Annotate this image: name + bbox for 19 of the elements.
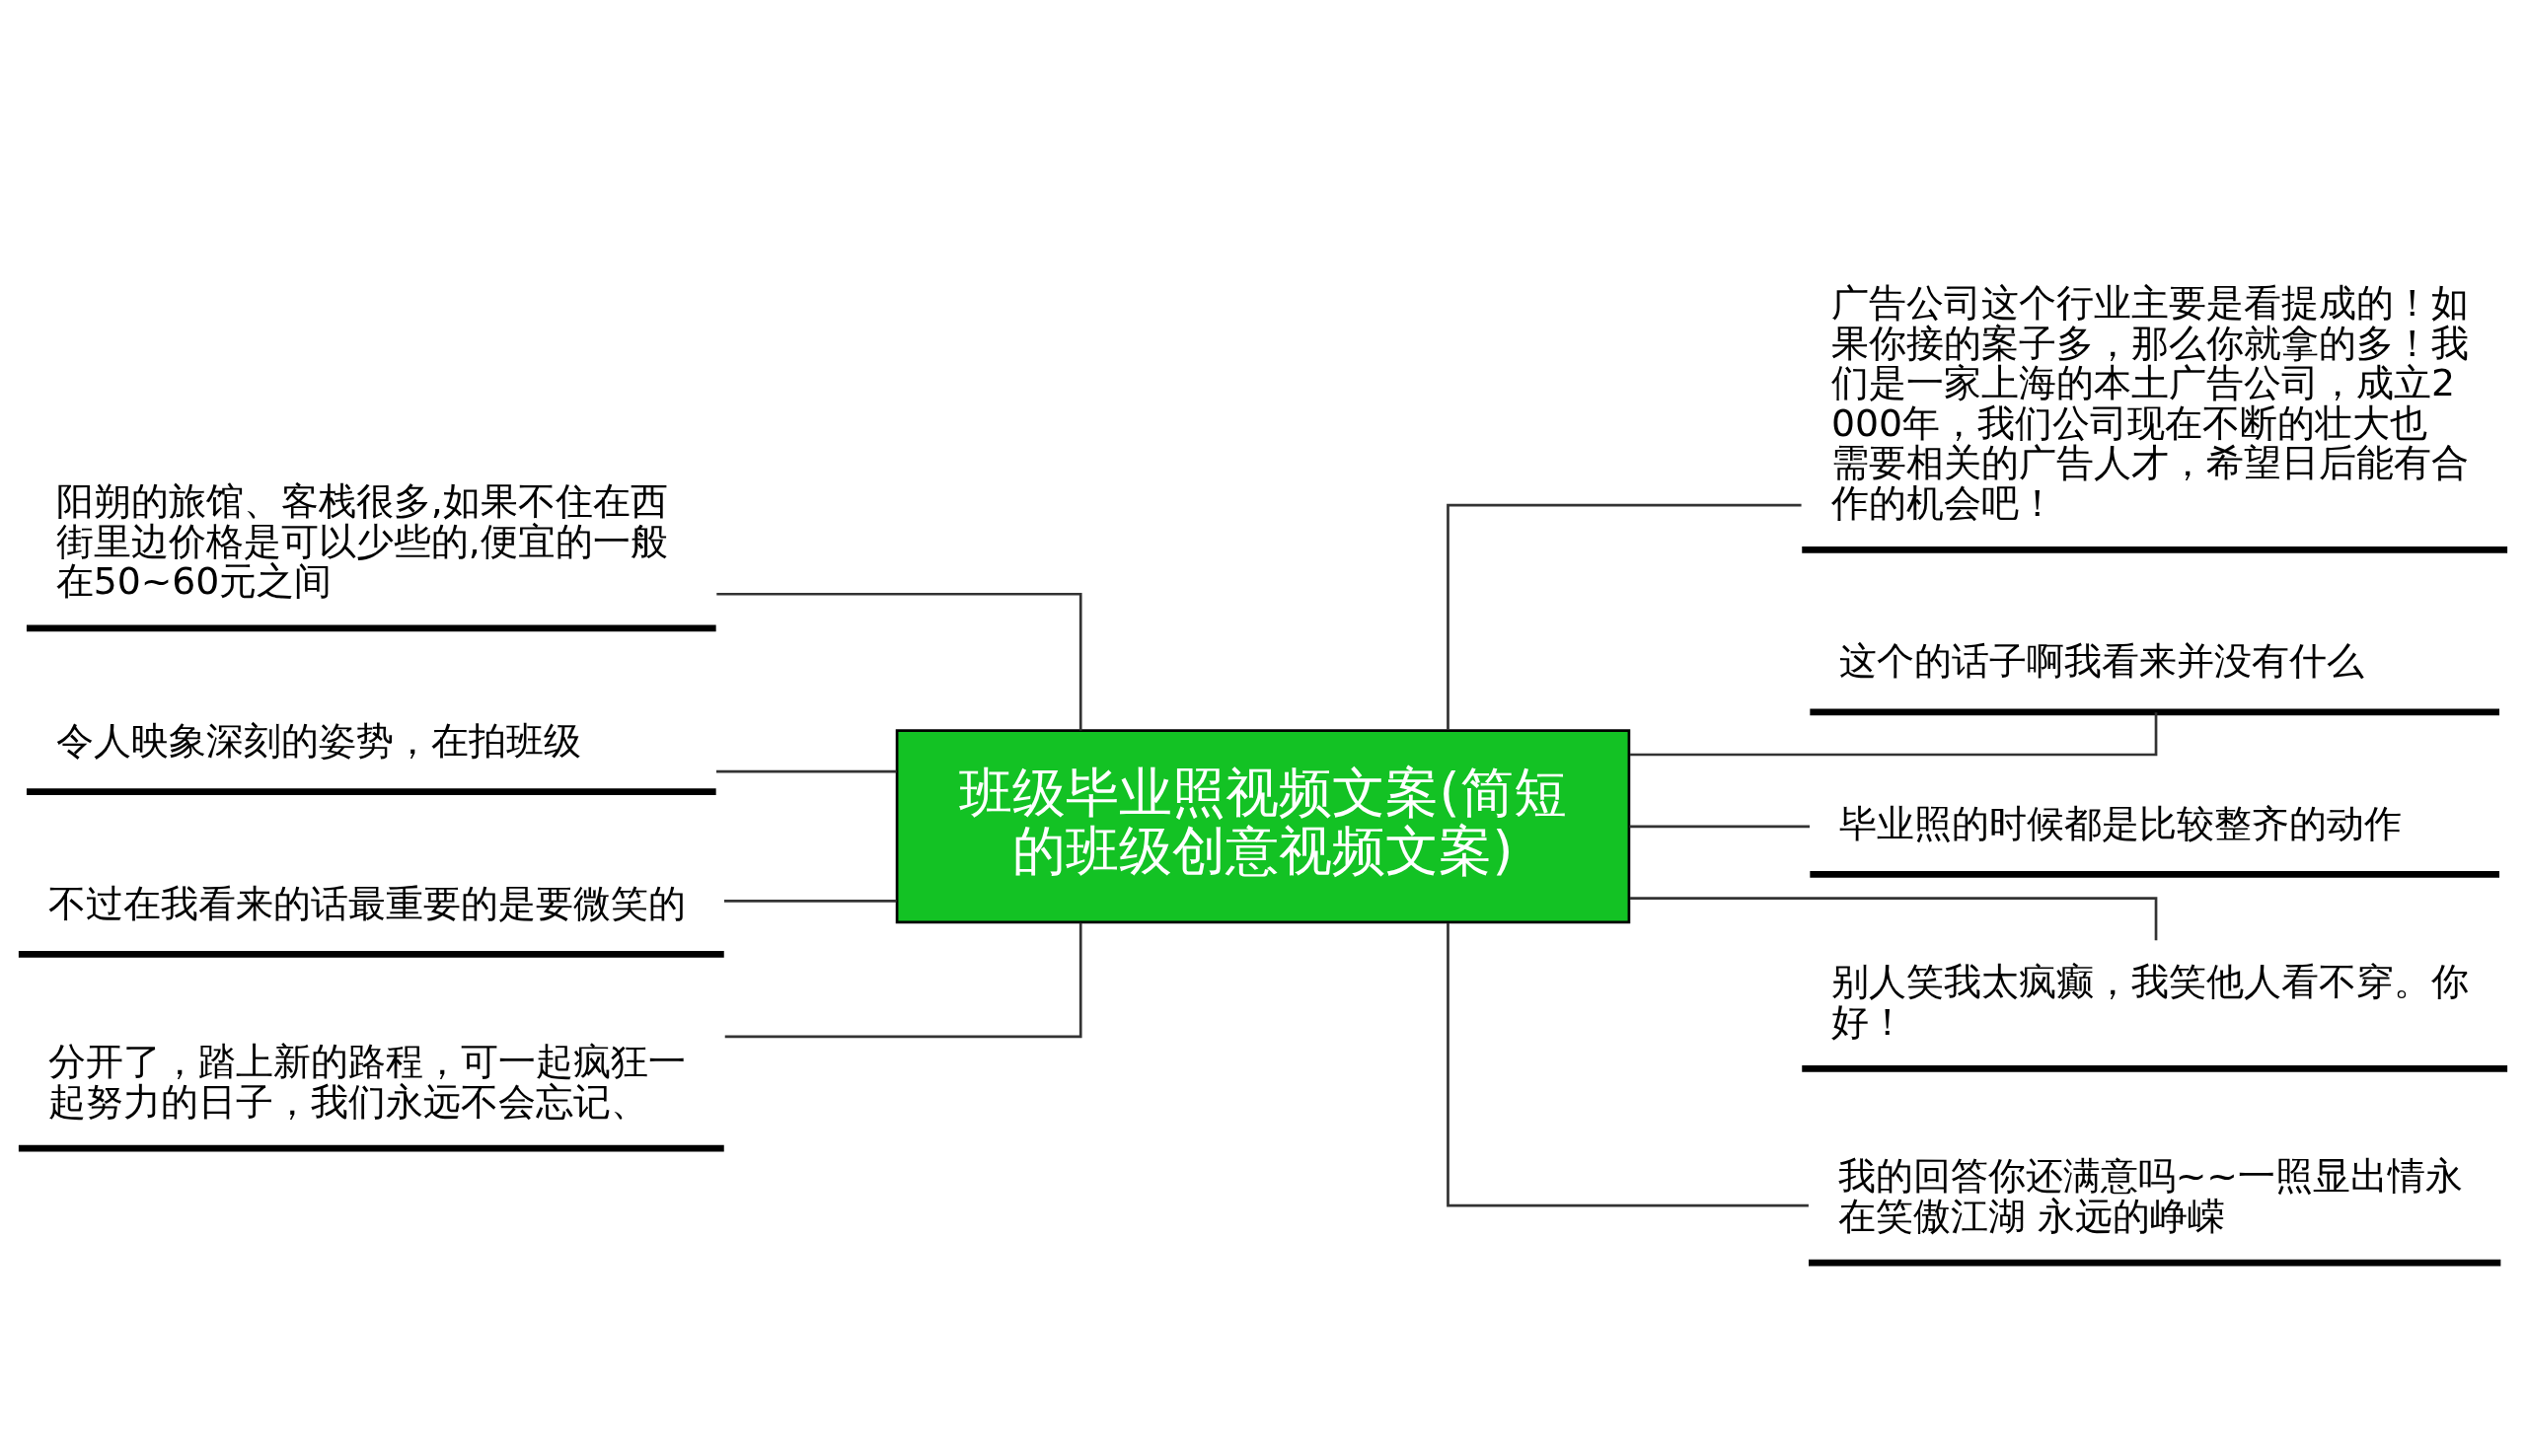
node-box: 班级毕业照视频文案(简短的班级创意视频文案): [895, 729, 1631, 924]
connector: [1630, 897, 2158, 941]
node-text: 毕业照的时候都是比较整齐的动作: [1839, 801, 2403, 845]
connector: [1447, 922, 1809, 1207]
node-text: 不过在我看来的话最重要的是要微笑的: [47, 881, 686, 925]
node-text: 阳朔的旅馆、客栈很多,如果不住在西街里边价格是可以少些的,便宜的一般在50~60元之间: [55, 479, 668, 604]
connector: [1629, 825, 1810, 829]
connector: [1630, 712, 2158, 757]
connector: [716, 769, 897, 773]
node-text: 我的回答你还满意吗~~一照显出情永在笑傲江湖 永远的峥嵘: [1837, 1154, 2463, 1238]
node-text: 别人笑我太疯癫，我笑他人看不穿。你好！: [1830, 960, 2469, 1044]
node-text: 分开了，踏上新的路程，可一起疯狂一起努力的日子，我们永远不会忘记、: [47, 1040, 686, 1124]
node-text: 广告公司这个行业主要是看提成的！如果你接的案子多，那么你就拿的多！我们是一家上海的本土广告公司，成立2000年，我们公司现在不断的壮大也需要相关的广告人才，希望日后能有合作的机会吧！: [1830, 281, 2469, 525]
connector: [723, 900, 897, 903]
connector: [724, 922, 1082, 1039]
connector: [716, 592, 1082, 731]
node-text: 这个的话子啊我看来并没有什么: [1839, 639, 2365, 684]
node-text: 令人映象深刻的姿势，在拍班级: [55, 719, 581, 764]
connector: [1447, 503, 1802, 731]
